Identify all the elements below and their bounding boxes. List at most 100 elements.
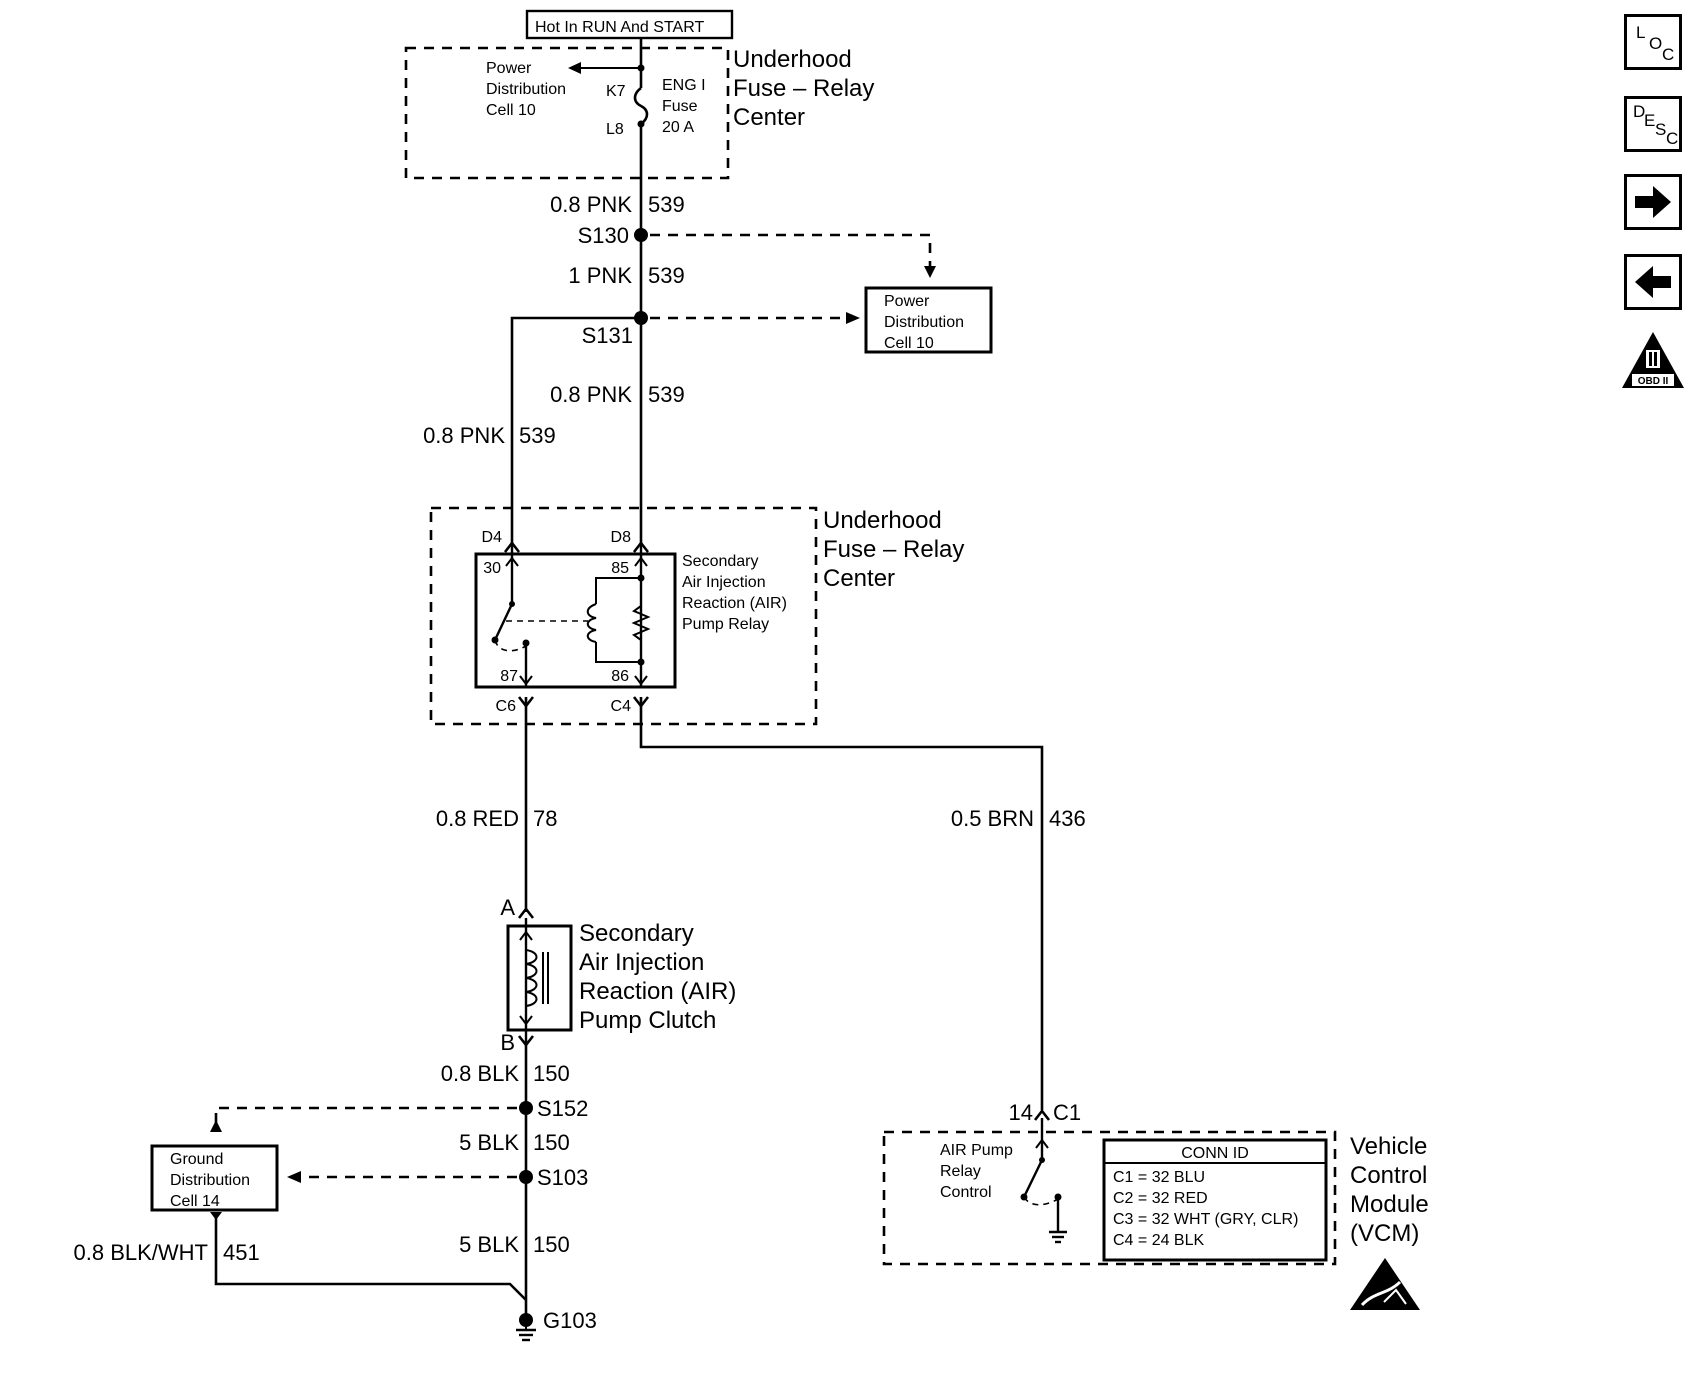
loc-letter-c: C [1662, 45, 1675, 64]
conn-id-c3: C3 = 32 WHT (GRY, CLR) [1113, 1211, 1298, 1228]
w4-gauge: 0.8 PNK [423, 423, 505, 448]
w4-circuit: 539 [519, 423, 556, 448]
obd-ii-label: OBD II [1638, 376, 1669, 387]
next-page-button[interactable] [1624, 174, 1682, 230]
splice-s152-label: S152 [537, 1096, 588, 1121]
ground-g103-label: G103 [543, 1308, 597, 1333]
desc-button[interactable]: D E S C [1624, 96, 1682, 152]
w2-circuit: 539 [648, 263, 685, 288]
w8-gauge: 5 BLK [459, 1130, 519, 1155]
s131-ref-arrowhead [846, 312, 860, 324]
power-dist-right-2: Distribution [884, 314, 964, 331]
relay-pin-30: 30 [483, 560, 501, 577]
vcm-control-1: AIR Pump [940, 1142, 1013, 1159]
esd-warning-icon [1350, 1258, 1420, 1310]
relay-label-1: Secondary [682, 553, 759, 570]
pin-k7: K7 [606, 83, 626, 100]
fuse-label-2: Fuse [662, 98, 698, 115]
wire-451-blk-wht [214, 1216, 527, 1301]
top-frc-title-1: Underhood [733, 46, 852, 73]
w2-gauge: 1 PNK [568, 263, 632, 288]
vcm-title-4: (VCM) [1350, 1220, 1419, 1247]
ground-g103-node [519, 1313, 533, 1327]
clutch-pin-a: A [500, 895, 515, 920]
vcm-control-3: Control [940, 1184, 992, 1201]
vcm-title-2: Control [1350, 1162, 1427, 1189]
w3-circuit: 539 [648, 382, 685, 407]
clutch-label-4: Pump Clutch [579, 1007, 716, 1034]
clutch-pin-b: B [500, 1030, 515, 1055]
fuse-label-1: ENG I [662, 77, 706, 94]
s152-ref-arrowhead [210, 1120, 222, 1132]
power-dist-cell10-box[interactable] [864, 286, 993, 354]
ground-dist-1: Ground [170, 1151, 223, 1168]
connector-d8: D8 [611, 529, 632, 546]
w1-circuit: 539 [648, 192, 685, 217]
desc-letter-s: S [1655, 120, 1667, 139]
vcm-connector-c1: C1 [1053, 1100, 1081, 1125]
loc-button[interactable]: L O C [1624, 14, 1682, 70]
w8-circuit: 150 [533, 1130, 570, 1155]
relay-pin-85: 85 [611, 560, 629, 577]
w5-gauge: 0.8 RED [436, 806, 519, 831]
w1-gauge: 0.8 PNK [550, 192, 632, 217]
vcm-control-2: Relay [940, 1163, 981, 1180]
w10-gauge: 0.8 BLK/WHT [74, 1240, 208, 1265]
fuse-label-3: 20 A [662, 119, 694, 136]
clutch-label-3: Reaction (AIR) [579, 978, 736, 1005]
s130-ref-arrowhead [924, 266, 936, 278]
connector-d4: D4 [482, 529, 503, 546]
relay-label-2: Air Injection [682, 574, 766, 591]
loc-letter-l: L [1636, 23, 1646, 42]
connector-d4-mark [503, 540, 521, 553]
vcm-border [882, 1130, 1337, 1266]
wire-436-brn [639, 697, 1044, 1110]
w9-circuit: 150 [533, 1232, 570, 1257]
vcm-driver-switch-symbol [1020, 1118, 1067, 1244]
splice-s131-label: S131 [582, 323, 633, 348]
obd-ii-button[interactable]: OBD II [1620, 330, 1686, 390]
air-pump-clutch-box[interactable] [506, 924, 573, 1032]
splice-s152 [519, 1101, 533, 1115]
clutch-label-1: Secondary [579, 920, 694, 947]
relay-fuse-relay-center-border [429, 506, 818, 726]
connector-c4: C4 [611, 698, 632, 715]
desc-letter-d: D [1633, 102, 1646, 121]
vcm-pin-14: 14 [1009, 1100, 1033, 1125]
vcm-title-3: Module [1350, 1191, 1429, 1218]
arrow-left-icon [1635, 266, 1671, 298]
w7-circuit: 150 [533, 1061, 570, 1086]
prev-page-button[interactable] [1624, 254, 1682, 310]
w3-gauge: 0.8 PNK [550, 382, 632, 407]
splice-s130 [634, 228, 648, 242]
splice-s103-label: S103 [537, 1165, 588, 1190]
s152-dashed-ref [214, 1106, 517, 1130]
arrow-right-icon [1635, 186, 1671, 218]
clutch-connector-a [517, 906, 535, 919]
top-power-dist-arrowhead [568, 62, 581, 74]
ground-dist-cell14-box[interactable] [150, 1144, 279, 1212]
conn-id-c1: C1 = 32 BLU [1113, 1169, 1205, 1186]
conn-id-c4: C4 = 24 BLK [1113, 1232, 1205, 1249]
desc-letter-e: E [1644, 111, 1656, 130]
eng-fuse-symbol [633, 38, 649, 128]
relay-label-3: Reaction (AIR) [682, 595, 787, 612]
top-power-dist-2: Distribution [486, 81, 566, 98]
loc-letter-o: O [1649, 34, 1663, 53]
s103-ref-arrowhead [287, 1171, 301, 1183]
connector-d8-mark [632, 540, 650, 553]
conn-id-box [1102, 1138, 1328, 1262]
w9-gauge: 5 BLK [459, 1232, 519, 1257]
conn-id-title: CONN ID [1181, 1145, 1249, 1162]
relay-pin-87: 87 [500, 668, 518, 685]
top-power-dist-1: Power [486, 60, 532, 77]
top-power-dist-3: Cell 10 [486, 102, 536, 119]
air-pump-relay-box[interactable] [474, 552, 677, 689]
top-fuse-relay-center-border [404, 46, 730, 180]
vcm-connector-mark [1033, 1108, 1051, 1121]
hot-in-run-box [525, 9, 734, 40]
w6-circuit: 436 [1049, 806, 1086, 831]
pin-l8: L8 [606, 121, 624, 138]
